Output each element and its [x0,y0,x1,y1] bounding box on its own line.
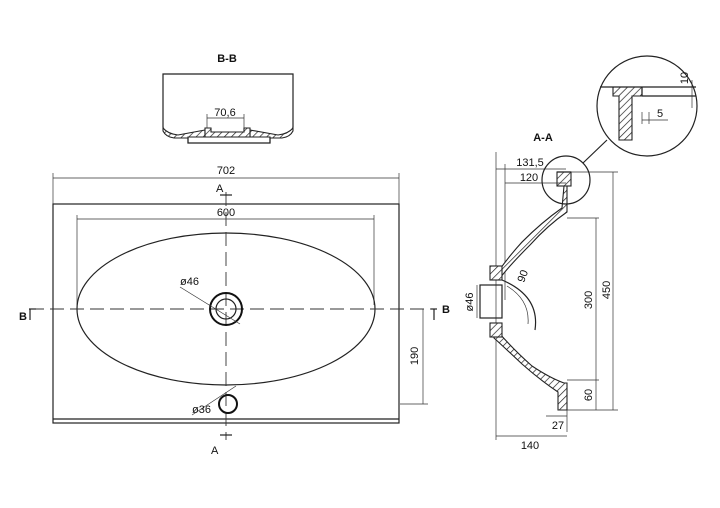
detail-circle [596,55,698,157]
bb-hatched-wall [162,126,294,144]
marker-a-top: A [216,183,224,195]
aa-drain-dia: ø46 [464,293,476,312]
dim-190: 190 [409,347,421,365]
dim-300: 300 [583,291,595,309]
aa-inner-arc-2 [506,285,529,325]
marker-a-bottom: A [211,445,219,457]
drain-leader [179,286,241,325]
section-bb: B-B 70,6 [162,53,294,144]
detail-5: 5 [657,108,663,120]
section-aa-title: A-A [533,132,553,144]
dim-27: 27 [552,420,564,432]
detail-callout-leader [582,139,608,164]
dim-131: 131,5 [516,157,544,169]
section-aa: A-A 90 131,5 120 450 300 60 [464,132,618,452]
plan-view: 702 600 ø46 ø36 190 A A B B [19,165,450,457]
detail-hatch [612,86,643,141]
detail-view: 10 5 [596,55,698,157]
marker-b-left: B [19,311,27,323]
bb-drain-hatch [204,127,251,138]
dim-60: 60 [583,389,595,401]
drain-outer [209,292,243,326]
overflow-leader [191,385,237,416]
dim-702: 702 [217,165,235,177]
detail-callout-circle [541,155,591,205]
marker-b-right: B [442,304,450,316]
aa-inner-arc [501,279,537,331]
aa-radius: 90 [516,268,531,284]
aa-lower-wall [493,333,568,411]
aa-drain-pipe [479,284,503,319]
aa-drain-top [489,265,503,281]
aa-drain-bottom [489,322,503,338]
aa-rim-top [556,171,572,187]
section-bb-title: B-B [217,53,237,65]
dim-120: 120 [520,172,538,184]
drain-dia: ø46 [180,276,199,288]
dim-140: 140 [521,440,539,452]
detail-10: 10 [679,72,691,84]
bb-drain-dim: 70,6 [214,107,235,119]
dim-450: 450 [601,281,613,299]
overflow-hole [218,394,238,414]
overflow-dia: ø36 [192,404,211,416]
